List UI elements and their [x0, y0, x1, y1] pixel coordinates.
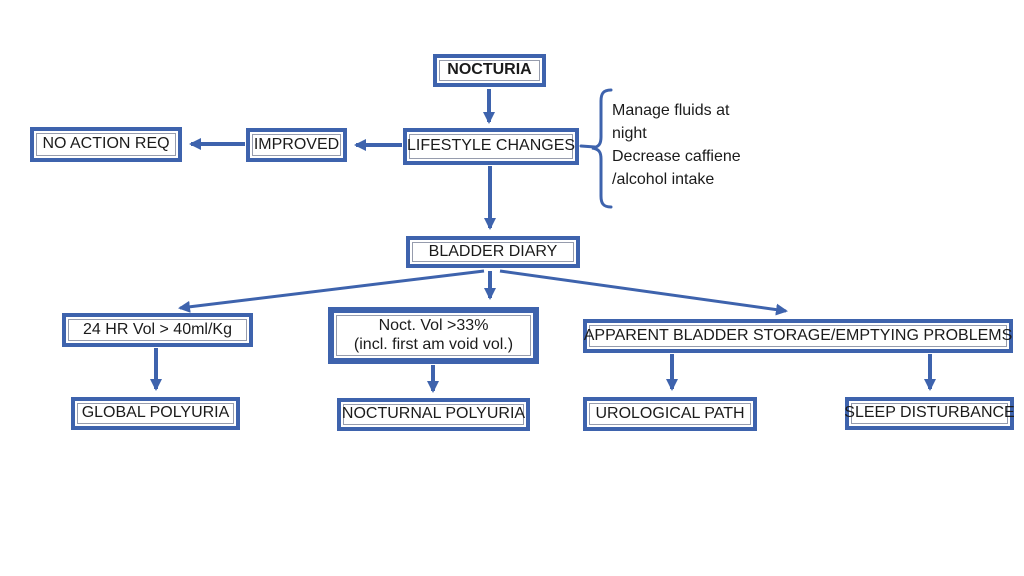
node-label: APPARENT BLADDER STORAGE/EMPTYING PROBLE…: [583, 326, 1013, 344]
node-nocturnal-polyuria: NOCTURNAL POLYURIA: [337, 398, 530, 431]
node-lifestyle-changes: LIFESTYLE CHANGES: [403, 128, 579, 165]
node-label: BLADDER DIARY: [428, 242, 558, 260]
node-label: UROLOGICAL PATH: [595, 404, 745, 422]
node-label: SLEEP DISTURBANCE: [844, 404, 1015, 422]
arrow-bladder-diary-to-24hr: [178, 269, 485, 313]
node-nocturia: NOCTURIA: [433, 54, 546, 87]
node-label: NOCTURIA: [447, 61, 532, 79]
node-label: GLOBAL POLYURIA: [81, 404, 230, 422]
node-label: LIFESTYLE CHANGES: [406, 137, 576, 155]
note-line: /alcohol intake: [612, 171, 715, 188]
note-line: Decrease caffiene: [612, 148, 741, 165]
node-no-action-req: NO ACTION REQ: [30, 127, 182, 162]
node-sleep-disturbance: SLEEP DISTURBANCE: [844, 397, 1015, 430]
node-global-polyuria: GLOBAL POLYURIA: [71, 397, 240, 430]
fluid-advice-note: Manage fluids at night Decrease caffiene…: [612, 99, 782, 191]
node-label-line1: Noct. Vol >33%: [378, 317, 489, 335]
note-line: Manage fluids at: [612, 102, 730, 119]
node-label: IMPROVED: [253, 135, 340, 153]
node-urological-path: UROLOGICAL PATH: [583, 397, 757, 431]
node-label: 24 HR Vol > 40ml/Kg: [83, 320, 232, 338]
node-24hr-vol: 24 HR Vol > 40ml/Kg: [62, 313, 253, 347]
node-bladder-diary: BLADDER DIARY: [406, 236, 580, 268]
node-improved: IMPROVED: [246, 128, 347, 162]
brace-connector-dash: [579, 144, 597, 149]
arrow-bladder-diary-to-apparent: [499, 269, 788, 316]
node-label: NOCTURNAL POLYURIA: [341, 405, 526, 423]
note-line: night: [612, 125, 647, 142]
node-label: NO ACTION REQ: [42, 135, 170, 153]
curly-brace: [591, 88, 613, 209]
node-noct-vol: Noct. Vol >33% (incl. first am void vol.…: [328, 307, 539, 364]
node-apparent-problems: APPARENT BLADDER STORAGE/EMPTYING PROBLE…: [583, 319, 1013, 353]
node-label-line2: (incl. first am void vol.): [353, 335, 514, 353]
